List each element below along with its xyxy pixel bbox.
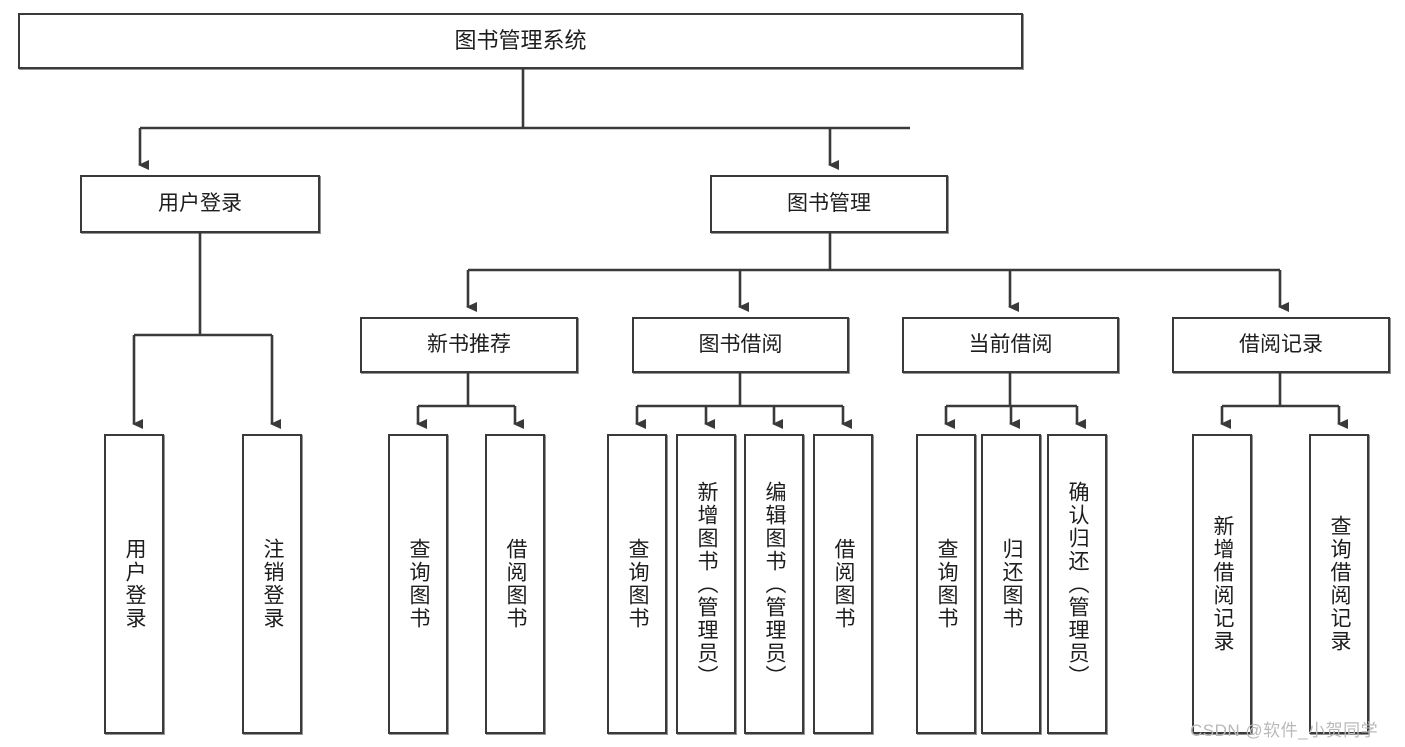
node-book-borrow-label: 图书借阅 bbox=[698, 332, 783, 356]
node-root-label: 图书管理系统 bbox=[454, 28, 587, 54]
node-leaf-query-book-3[interactable]: 查询图书 bbox=[916, 434, 976, 734]
node-leaf-borrow-book-2-label: 借阅图书 bbox=[832, 538, 856, 630]
node-book-borrow[interactable]: 图书借阅 bbox=[632, 317, 849, 373]
node-leaf-borrow-book-1[interactable]: 借阅图书 bbox=[485, 434, 545, 734]
csdn-watermark: CSDN @软件_小贺同学 bbox=[1190, 721, 1379, 740]
node-user-login-label: 用户登录 bbox=[158, 191, 242, 215]
node-leaf-logout-login[interactable]: 注销登录 bbox=[242, 434, 302, 734]
node-leaf-query-book-2[interactable]: 查询图书 bbox=[607, 434, 667, 734]
node-leaf-add-book[interactable]: 新增图书（管理员） bbox=[676, 434, 736, 734]
node-leaf-add-record-label: 新增借阅记录 bbox=[1211, 515, 1235, 653]
node-leaf-return-book-label: 归还图书 bbox=[1000, 538, 1024, 630]
node-current-borrow-label: 当前借阅 bbox=[968, 332, 1053, 356]
node-leaf-return-book[interactable]: 归还图书 bbox=[981, 434, 1041, 734]
node-leaf-query-book-2-label: 查询图书 bbox=[626, 538, 650, 630]
node-user-login[interactable]: 用户登录 bbox=[80, 175, 320, 233]
node-leaf-query-book-1[interactable]: 查询图书 bbox=[388, 434, 448, 734]
node-new-book-rec-label: 新书推荐 bbox=[427, 332, 511, 356]
node-leaf-borrow-book-1-label: 借阅图书 bbox=[504, 538, 528, 630]
node-leaf-add-record[interactable]: 新增借阅记录 bbox=[1192, 434, 1252, 734]
node-leaf-logout-login-label: 注销登录 bbox=[261, 538, 285, 630]
node-leaf-query-book-3-label: 查询图书 bbox=[935, 538, 959, 630]
node-leaf-user-login-label: 用户登录 bbox=[123, 538, 147, 630]
node-root[interactable]: 图书管理系统 bbox=[18, 13, 1023, 69]
node-book-manage-label: 图书管理 bbox=[787, 191, 871, 215]
node-leaf-user-login[interactable]: 用户登录 bbox=[104, 434, 164, 734]
node-leaf-edit-book-label: 编辑图书（管理员） bbox=[763, 480, 787, 688]
node-current-borrow[interactable]: 当前借阅 bbox=[902, 317, 1119, 373]
node-leaf-edit-book[interactable]: 编辑图书（管理员） bbox=[744, 434, 804, 734]
node-leaf-query-record-label: 查询借阅记录 bbox=[1328, 515, 1352, 653]
node-new-book-rec[interactable]: 新书推荐 bbox=[360, 317, 578, 373]
node-leaf-borrow-book-2[interactable]: 借阅图书 bbox=[813, 434, 873, 734]
node-borrow-record[interactable]: 借阅记录 bbox=[1172, 317, 1390, 373]
node-leaf-query-record[interactable]: 查询借阅记录 bbox=[1309, 434, 1369, 734]
node-borrow-record-label: 借阅记录 bbox=[1239, 332, 1323, 356]
node-leaf-confirm-return[interactable]: 确认归还（管理员） bbox=[1047, 434, 1107, 734]
node-leaf-add-book-label: 新增图书（管理员） bbox=[695, 480, 719, 688]
node-leaf-confirm-return-label: 确认归还（管理员） bbox=[1066, 480, 1090, 688]
node-book-manage[interactable]: 图书管理 bbox=[710, 175, 948, 233]
node-leaf-query-book-1-label: 查询图书 bbox=[407, 538, 431, 630]
